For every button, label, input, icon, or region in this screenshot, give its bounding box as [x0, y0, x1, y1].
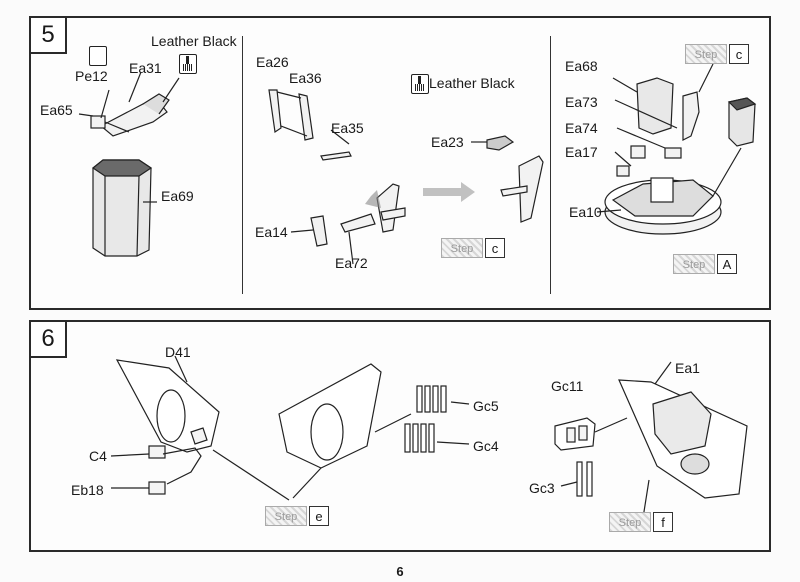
- part-label: Ea1: [675, 360, 700, 376]
- part-label: Ea14: [255, 224, 288, 240]
- part-label: Ea69: [161, 188, 194, 204]
- brush-icon: [411, 74, 429, 94]
- part-label: Ea65: [40, 102, 73, 118]
- paint-label: Leather Black: [429, 75, 515, 91]
- part-label: Ea73: [565, 94, 598, 110]
- part-label: Pe12: [75, 68, 108, 84]
- part-label: Ea35: [331, 120, 364, 136]
- step-5-illustration: [78, 63, 757, 265]
- part-label: Gc4: [473, 438, 499, 454]
- brush-icon: [179, 54, 197, 74]
- step-number: 6: [29, 320, 67, 358]
- divider: [242, 36, 243, 294]
- part-label: Ea31: [129, 60, 162, 76]
- part-label: Ea72: [335, 255, 368, 271]
- part-label: Eb18: [71, 482, 104, 498]
- page-number: 6: [396, 564, 404, 579]
- part-label: Gc5: [473, 398, 499, 414]
- step-6-illustration: [110, 355, 748, 519]
- part-label: Gc11: [551, 378, 584, 394]
- step-number: 5: [29, 16, 67, 54]
- step-reference: Step e: [265, 506, 329, 526]
- step-reference: Step f: [609, 512, 673, 532]
- step-6-panel: 6: [29, 320, 771, 552]
- part-label: D41: [165, 344, 191, 360]
- divider: [550, 36, 551, 294]
- part-label: C4: [89, 448, 107, 464]
- step-5-panel: 5: [29, 16, 771, 310]
- part-label: Gc3: [529, 480, 555, 496]
- part-label: Ea68: [565, 58, 598, 74]
- part-label: Ea26: [256, 54, 289, 70]
- paint-drop-icon: [89, 46, 107, 66]
- part-label: Ea36: [289, 70, 322, 86]
- part-label: Ea17: [565, 144, 598, 160]
- step-reference: Step c: [685, 44, 749, 64]
- part-label: Ea10: [569, 204, 602, 220]
- step-reference: Step c: [441, 238, 505, 258]
- paint-label: Leather Black: [151, 33, 237, 49]
- step-reference: Step A: [673, 254, 737, 274]
- part-label: Ea23: [431, 134, 464, 150]
- part-label: Ea74: [565, 120, 598, 136]
